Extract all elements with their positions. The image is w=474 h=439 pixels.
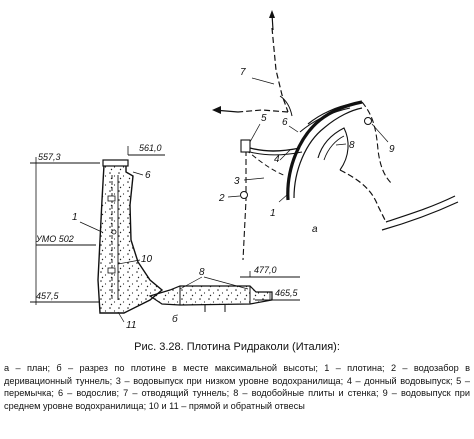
label-section-10: 10 — [141, 254, 153, 265]
elevation-457: 457,5 — [36, 291, 60, 301]
dam-figure: 561,0 557,3 УМО 502 457,5 477,0 — [30, 10, 459, 331]
label-plan-5: 5 — [261, 113, 267, 124]
dam-plan — [212, 10, 459, 261]
label-plan-3: 3 — [234, 176, 240, 187]
label-plan-8: 8 — [349, 140, 355, 151]
plan-view-label: а — [312, 224, 318, 235]
label-plan-6: 6 — [282, 117, 288, 128]
label-plan-7: 7 — [240, 67, 246, 78]
label-section-8: 8 — [199, 267, 205, 278]
label-plan-4: 4 — [274, 154, 280, 165]
elevation-477: 477,0 — [254, 265, 277, 275]
label-plan-1: 1 — [270, 208, 276, 219]
label-plan-2: 2 — [218, 193, 225, 204]
stilling-basin — [148, 285, 273, 306]
dam-cross-section: 561,0 557,3 УМО 502 457,5 477,0 — [30, 143, 300, 331]
label-section-1: 1 — [72, 212, 78, 223]
figure-caption: Рис. 3.28. Плотина Ридраколи (Италия): — [134, 341, 340, 353]
section-view-label: б — [172, 313, 178, 325]
elevation-557: 557,3 — [38, 152, 61, 162]
dam-body — [97, 164, 164, 314]
label-section-11: 11 — [126, 320, 136, 331]
elevation-561: 561,0 — [139, 143, 162, 153]
label-plan-9: 9 — [389, 144, 395, 155]
elevation-465: 465,5 — [275, 288, 299, 298]
figure-legend: а – план; б – разрез по плотине в месте … — [4, 363, 470, 411]
elevation-502: УМО 502 — [35, 234, 74, 244]
label-section-6: 6 — [145, 170, 151, 181]
